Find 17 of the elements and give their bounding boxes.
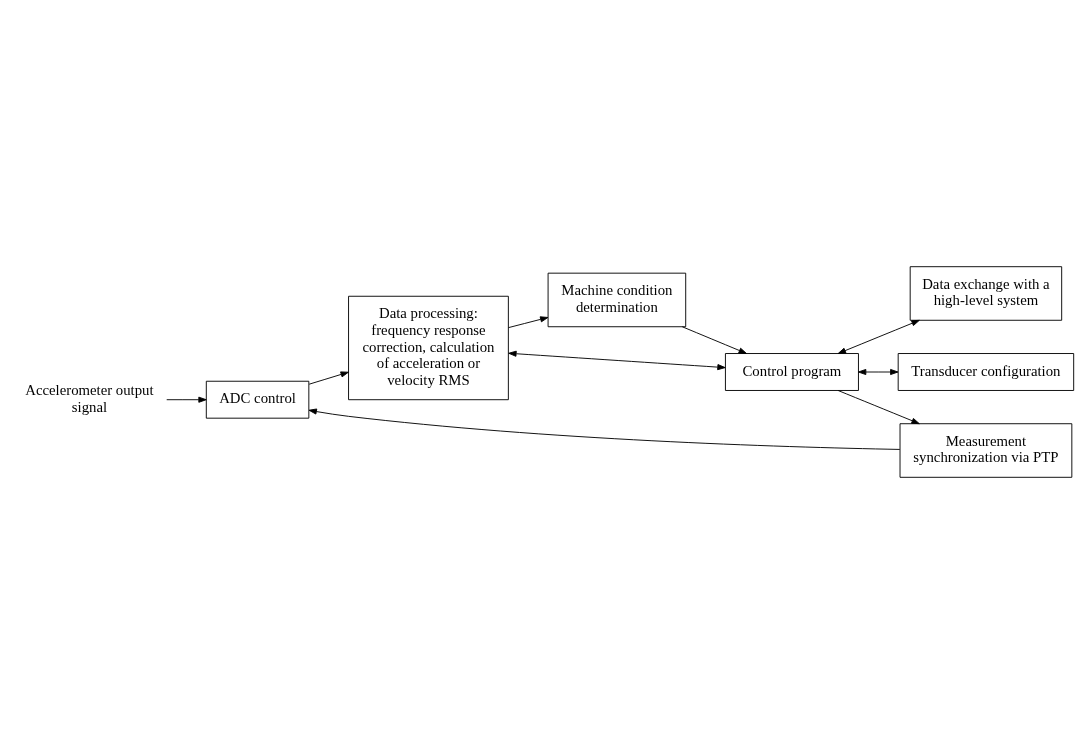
node-box: Transducer configuration [897, 353, 1075, 391]
arrow [681, 326, 747, 354]
arrow [308, 408, 901, 450]
node-box: Data exchange with a high-level system [909, 266, 1063, 321]
arrow [166, 396, 207, 403]
arrow [308, 371, 349, 385]
arrow [508, 316, 549, 329]
arrow [858, 368, 899, 376]
node-box: Control program [725, 353, 859, 391]
node-box: ADC control [205, 380, 310, 419]
node-box: Measurement synchronization via PTP [899, 423, 1073, 478]
node-box: Data processing: frequency response correction, calculation of acceleration or velocity RMS [348, 295, 509, 401]
node-box: Machine condition determination [547, 272, 687, 328]
arrow [837, 390, 920, 425]
arrow [837, 319, 920, 354]
arrow [508, 350, 726, 371]
node-text: Accelerometer output signal [25, 381, 154, 415]
